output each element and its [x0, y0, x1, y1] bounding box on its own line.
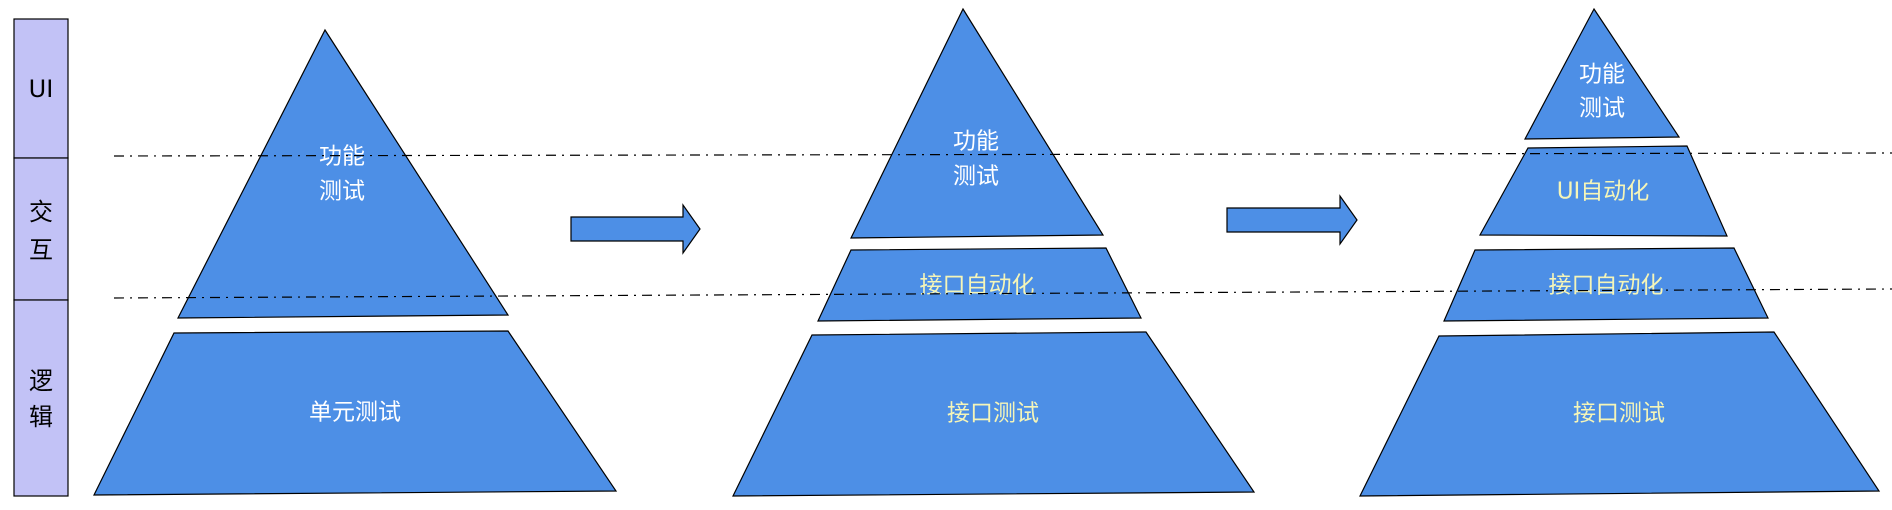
divider-interaction-logic [113, 288, 1892, 299]
layer-label-interaction-2: 互 [29, 236, 53, 264]
pyramid-1-unit-test-label: 单元测试 [309, 400, 401, 426]
layer-box-interaction [13, 157, 69, 301]
right-arrow-icon [1226, 194, 1358, 246]
pyramid-3-functional-test-line-1: 功能 [1579, 62, 1625, 88]
pyramid-3-ui-automation-label: UI自动化 [1557, 179, 1650, 205]
layer-box-ui [13, 18, 69, 159]
pyramid-2-functional-test-line-1: 功能 [953, 129, 999, 155]
layer-label-logic-1: 逻 [29, 367, 53, 395]
right-arrow-icon [570, 203, 701, 255]
pyramid-1-functional-test-line-2: 测试 [319, 179, 365, 205]
pyramid-2-bottom-trapezoid [732, 331, 1256, 497]
pyramid-2-interface-automation-label: 接口自动化 [920, 273, 1035, 299]
pyramid-3-interface-automation-trapezoid [1443, 247, 1769, 322]
pyramid-2-middle-trapezoid [817, 247, 1142, 322]
layer-label-logic-2: 辑 [29, 403, 53, 431]
pyramid-1-top-triangle [177, 28, 510, 319]
pyramid-2-top-triangle [850, 7, 1105, 239]
pyramid-2-functional-test-line-2: 测试 [953, 164, 999, 190]
divider-ui-interaction [113, 152, 1892, 157]
layer-label-ui: UI [29, 75, 54, 103]
pyramid-3: 功能 测试 UI自动化 接口自动化 接口测试 [1359, 7, 1881, 497]
pyramid-3-functional-test-line-2: 测试 [1579, 96, 1625, 122]
pyramid-3-interface-test-label: 接口测试 [1573, 401, 1665, 427]
pyramid-3-top-triangle [1523, 7, 1681, 140]
layer-label-interaction-1: 交 [29, 198, 53, 226]
layer-box-logic [13, 299, 69, 497]
pyramid-3-bottom-trapezoid [1359, 331, 1881, 497]
pyramid-3-interface-automation-label: 接口自动化 [1549, 273, 1664, 299]
pyramid-1-bottom-trapezoid [93, 330, 618, 496]
pyramid-1-functional-test-line-1: 功能 [319, 144, 365, 170]
pyramid-3-ui-automation-trapezoid [1478, 145, 1728, 237]
pyramid-2: 功能 测试 接口自动化 接口测试 [732, 7, 1256, 497]
pyramid-2-interface-test-label: 接口测试 [947, 401, 1039, 427]
layer-column: UI 交 互 逻 辑 [13, 18, 69, 497]
pyramid-1: 功能 测试 单元测试 [93, 28, 618, 496]
